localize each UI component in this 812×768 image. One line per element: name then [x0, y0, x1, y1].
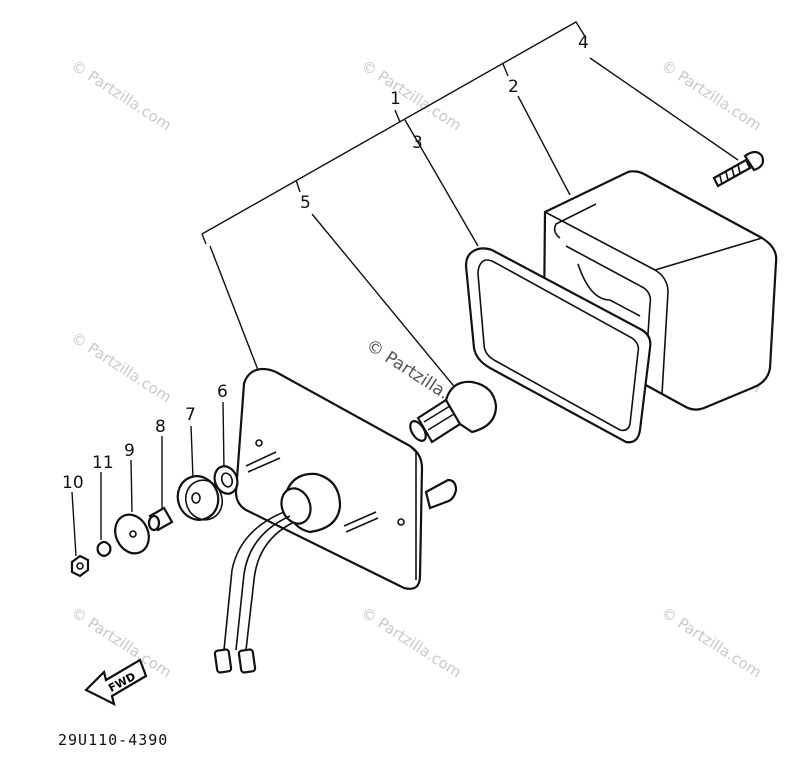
leader-lines [71, 57, 739, 557]
callout-7: 7 [185, 405, 196, 425]
watermark-bottom-center: © Partzilla.com [358, 603, 465, 681]
callout-11: 11 [92, 453, 114, 473]
callout-5: 5 [300, 193, 311, 213]
watermark-bottom-left: © Partzilla.com [68, 603, 175, 681]
washer-part-6 [213, 465, 239, 495]
callout-6: 6 [217, 382, 228, 402]
bulb [409, 380, 498, 444]
watermark-bottom-right: © Partzilla.com [658, 603, 765, 681]
callout-1: 1 [390, 89, 401, 109]
lock-washer-part-11 [96, 540, 112, 558]
callout-4: 4 [578, 33, 589, 53]
assembly-bracket [201, 21, 587, 245]
watermark-mid-left: © Partzilla.com [68, 328, 175, 406]
collar-part-8 [147, 506, 174, 532]
diagram-code: 29U110-4390 [58, 731, 169, 749]
callout-8: 8 [155, 417, 166, 437]
callout-labels: 1 2 3 4 5 6 7 8 9 10 11 [62, 33, 589, 493]
watermark-top-right: © Partzilla.com [658, 56, 765, 134]
grommet-part-7 [176, 475, 224, 521]
screw [712, 150, 765, 188]
forward-arrow: FWD [84, 658, 148, 707]
watermark-top-left: © Partzilla.com [68, 56, 175, 134]
plate-washer-part-9 [114, 513, 150, 555]
callout-10: 10 [62, 473, 84, 493]
nut-part-10 [70, 554, 90, 578]
callout-9: 9 [124, 441, 135, 461]
lens-gasket [464, 247, 652, 444]
callout-2: 2 [508, 77, 519, 97]
watermark-top-center: © Partzilla.com [358, 56, 465, 134]
callout-3: 3 [412, 133, 423, 153]
wire-harness [213, 511, 295, 674]
base-plate [234, 367, 458, 590]
